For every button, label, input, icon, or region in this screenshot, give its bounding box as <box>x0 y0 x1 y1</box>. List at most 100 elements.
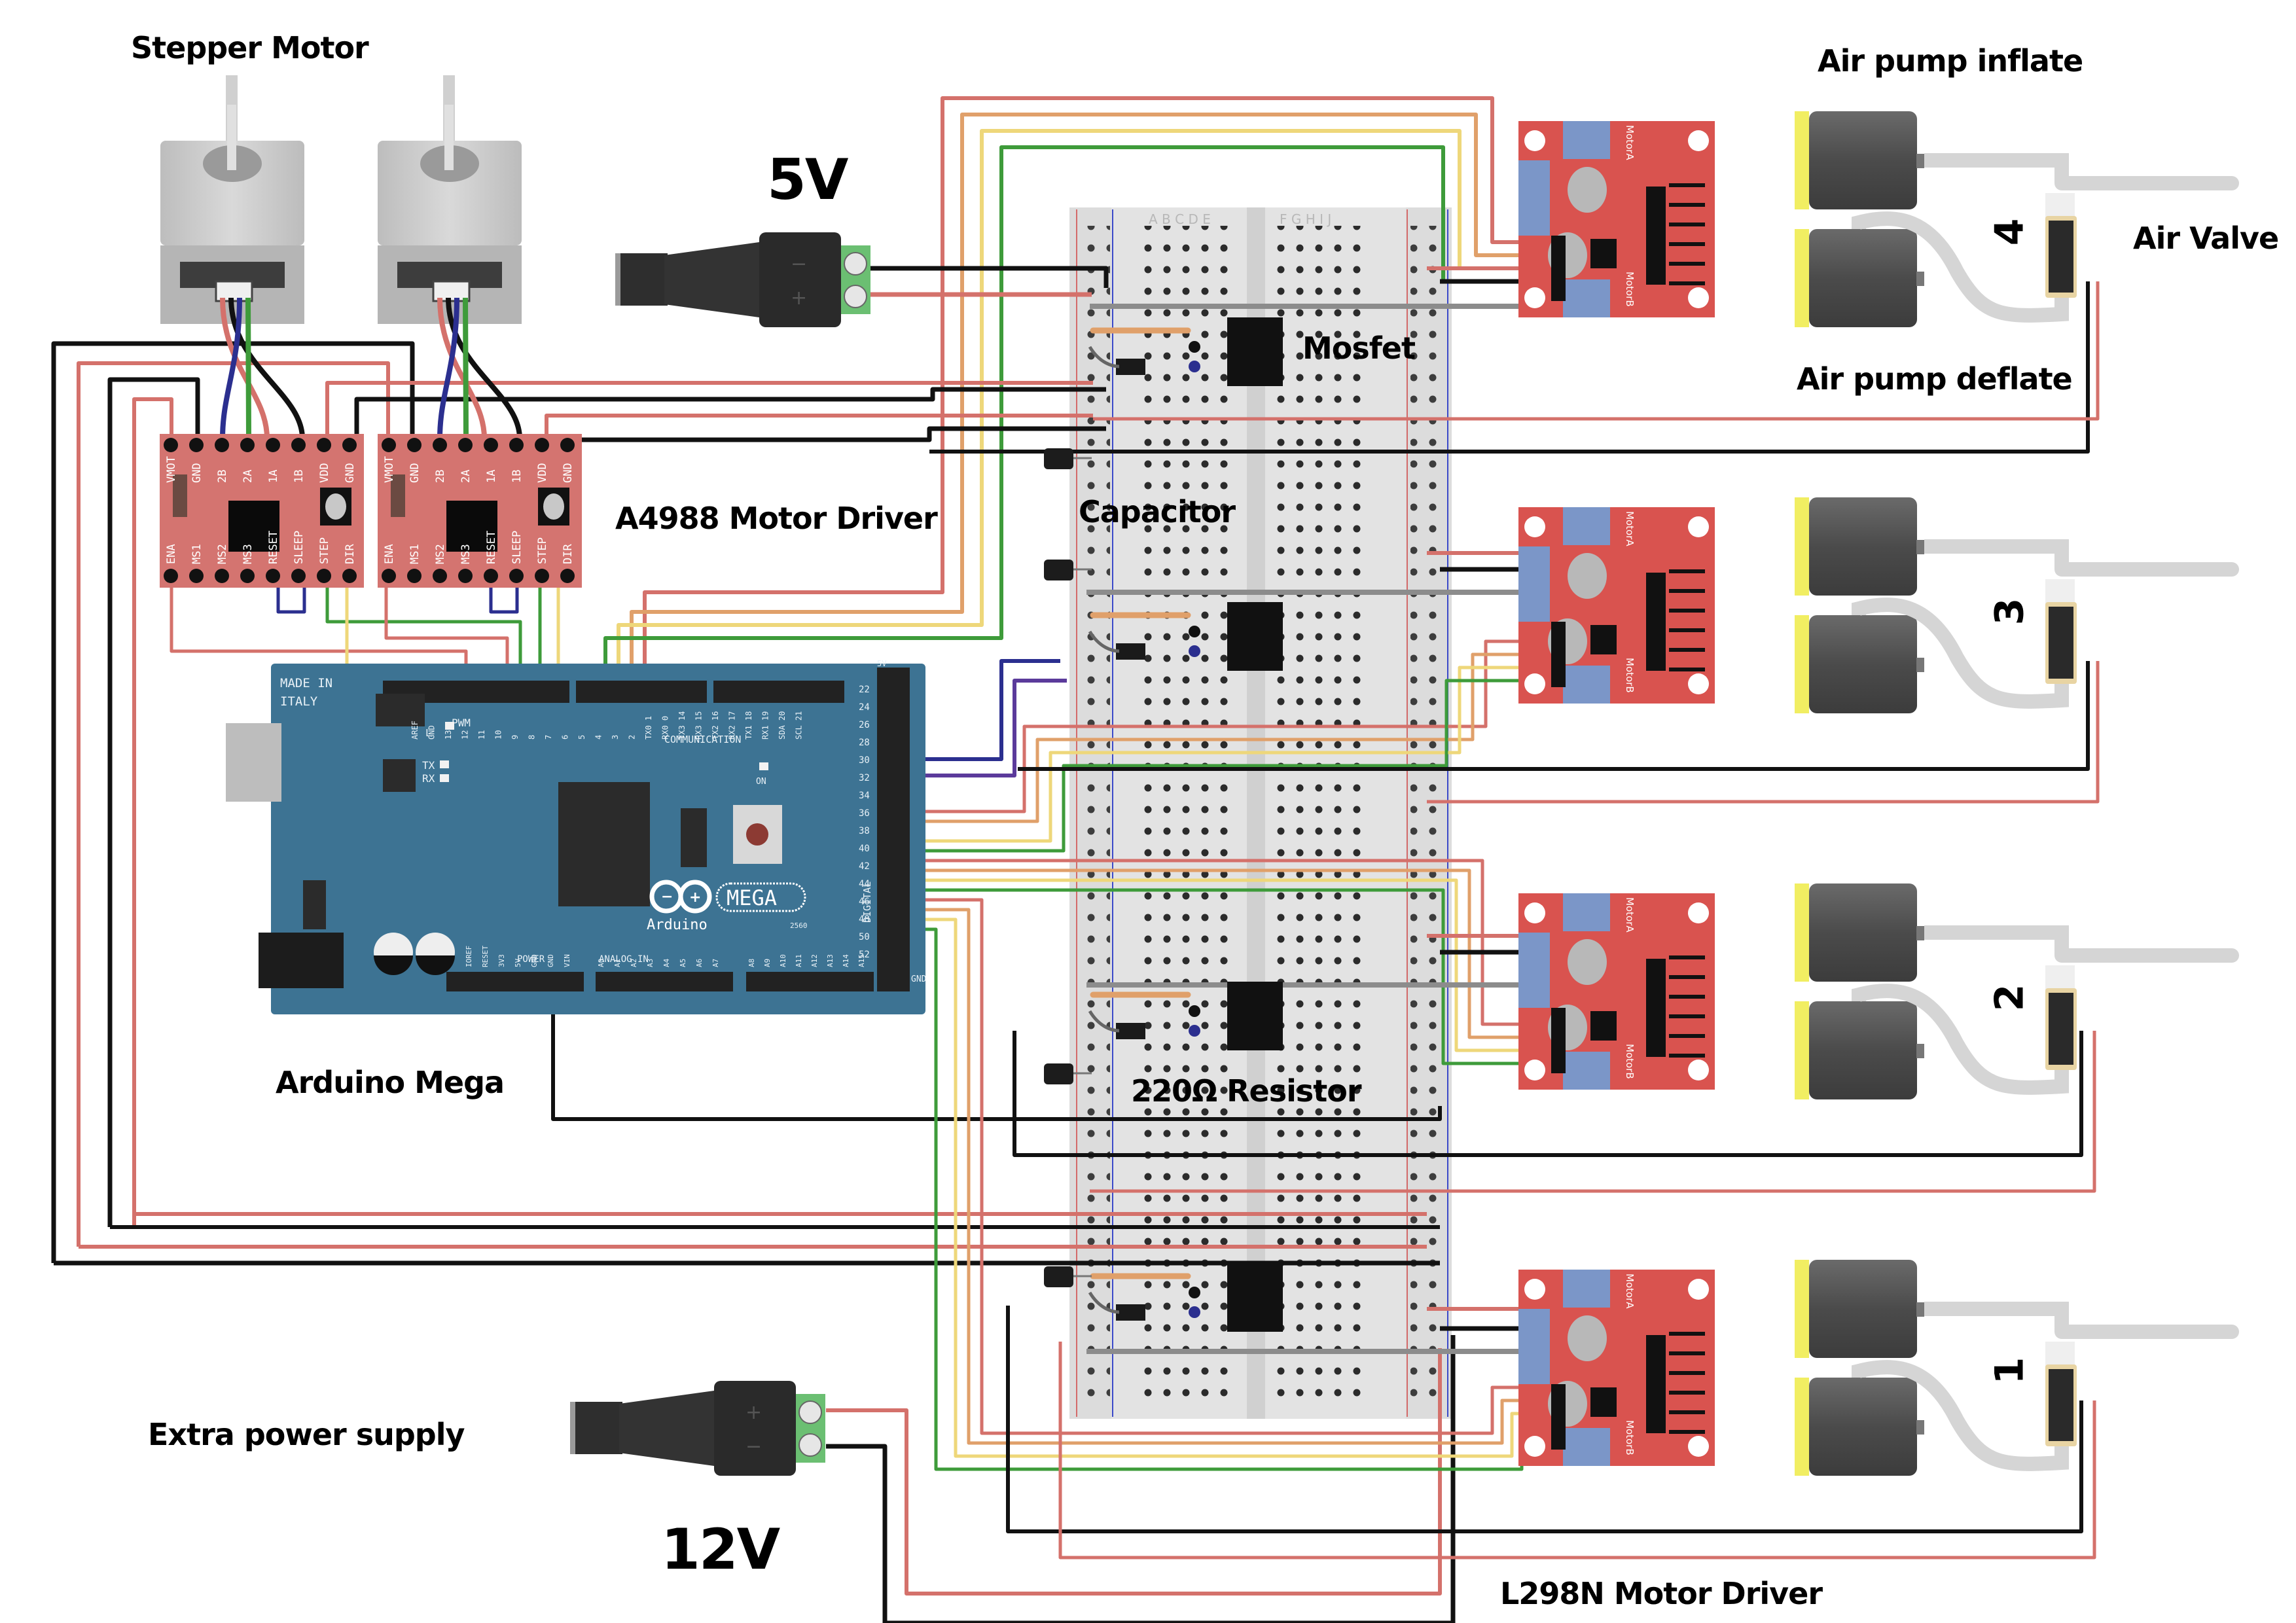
l298n-heatsink-chip <box>1646 1335 1666 1433</box>
wire-yellow <box>906 878 1525 1052</box>
l298n-capacitor <box>1568 167 1607 213</box>
header-communication <box>713 681 844 703</box>
breadboard: A B C D E F G H I J <box>1069 207 1452 1419</box>
diode <box>1116 643 1145 660</box>
power-pin-label: 5V <box>514 958 522 967</box>
a4988-pin-label: ENA <box>165 544 178 564</box>
reset-button-cap <box>746 823 768 846</box>
analog-in-label: ANALOG IN <box>599 954 649 965</box>
heatsink-fin <box>1669 242 1705 246</box>
heatsink-fin <box>1669 281 1705 285</box>
pump-body <box>1809 229 1917 327</box>
capacitor-1-band <box>374 955 413 975</box>
motor-a-label: MotorA <box>1624 125 1636 160</box>
breadboard-components <box>1044 317 1283 1332</box>
drain-pin <box>1189 626 1200 637</box>
heatsink-fin <box>1669 628 1705 632</box>
drain-pin <box>1189 1005 1200 1017</box>
stepper-wire <box>463 297 469 439</box>
logic-header <box>1551 1008 1566 1073</box>
digital-pin-label: 24 <box>859 702 870 713</box>
air-tube <box>1924 539 2069 569</box>
valve-coil <box>2049 607 2073 679</box>
l298n-regulator <box>1590 239 1617 268</box>
power-pin-label: IOREF <box>465 946 473 967</box>
l298n-heatsink-chip <box>1646 959 1666 1057</box>
led-on <box>759 762 768 770</box>
a4988-pin <box>535 569 549 583</box>
a4988-label: A4988 Motor Driver <box>615 501 938 536</box>
air-pump-inflate <box>1795 497 1924 596</box>
top-pin-label: 3 <box>611 735 620 740</box>
air-valve-label: Air Valve <box>2133 221 2279 256</box>
analog-pin-label: A12 <box>810 954 819 967</box>
digital-pin-label: 34 <box>859 791 870 801</box>
heatsink-fin <box>1669 569 1705 573</box>
air-pump-inflate <box>1795 111 1924 209</box>
a4988-pin <box>433 569 447 583</box>
pump-nozzle <box>1916 540 1924 554</box>
pump-nozzle <box>1916 926 1924 940</box>
a4988-pin <box>189 438 204 452</box>
channel-number-1: 1 <box>1986 1357 2033 1385</box>
jack-barrel <box>570 1402 622 1454</box>
led-on-label: ON <box>756 777 766 787</box>
a4988-pin <box>266 438 280 452</box>
a4988-capacitor <box>173 474 187 517</box>
capacitor-2-band <box>416 955 455 975</box>
capacitor-body <box>1044 560 1073 580</box>
wire-red <box>1093 281 2100 421</box>
motor-a-terminal <box>1563 507 1610 545</box>
channel-number-2: 2 <box>1986 984 2033 1012</box>
stepper-wire <box>245 297 251 439</box>
l298n-label: L298N Motor Driver <box>1500 1576 1823 1611</box>
heatsink-fin <box>1669 995 1705 999</box>
digital-pin-label: 30 <box>859 755 870 766</box>
a4988-pin <box>560 569 575 583</box>
power-pin-label: VIN <box>563 954 571 967</box>
model-number: 2560 <box>790 921 808 930</box>
rail-holes-left <box>1079 226 1110 1404</box>
center-channel <box>1247 207 1265 1419</box>
a4988-pin-label: SLEEP <box>511 531 524 564</box>
a4988-pin <box>509 569 524 583</box>
potentiometer-knob <box>325 493 346 520</box>
mount-hole <box>1524 516 1545 537</box>
a4988-pin <box>215 438 229 452</box>
motor-b-label: MotorB <box>1624 1420 1636 1455</box>
power-pin-label: GND <box>530 954 539 967</box>
terminal-strip-right <box>1272 226 1369 1404</box>
arduino-brand-text: Arduino <box>647 917 708 933</box>
wire-red <box>1090 1031 2096 1193</box>
air-tube-deflate <box>1852 597 2069 709</box>
dc-jack <box>259 933 344 988</box>
pump-nozzle <box>1916 1420 1924 1435</box>
wire-black <box>107 377 200 1227</box>
wire-black <box>51 341 415 1263</box>
pump-body <box>1809 615 1917 713</box>
supply-12v-label: 12V <box>661 1517 780 1582</box>
terminal-screw <box>798 1400 822 1424</box>
air-tube <box>1924 925 2069 955</box>
terminal-screw <box>844 285 867 308</box>
power-pin-label: RESET <box>481 946 490 967</box>
air-pump-deflate-label: Air pump deflate <box>1797 361 2073 397</box>
a4988-pin-label: 1A <box>267 470 280 483</box>
a4988-pin-label: MS1 <box>408 544 422 564</box>
mosfet-label: Mosfet <box>1302 330 1416 366</box>
wire-black <box>826 1335 1456 1623</box>
air-pump-deflate <box>1795 229 1924 327</box>
minus-symbol: − <box>791 253 807 276</box>
wire-blue <box>906 659 1060 761</box>
a4988-pin-label: 1A <box>485 470 498 483</box>
stepper-motor-label: Stepper Motor <box>131 30 369 65</box>
l298n-regulator <box>1590 1011 1617 1041</box>
made-in-text: MADE IN <box>280 676 332 690</box>
a4988-pin-label: GND <box>562 463 575 483</box>
mount-hole <box>1524 1279 1545 1300</box>
stepper-wire <box>220 297 270 439</box>
top-pin-label: RX3 15 <box>694 711 704 740</box>
pump-body <box>1809 497 1917 596</box>
